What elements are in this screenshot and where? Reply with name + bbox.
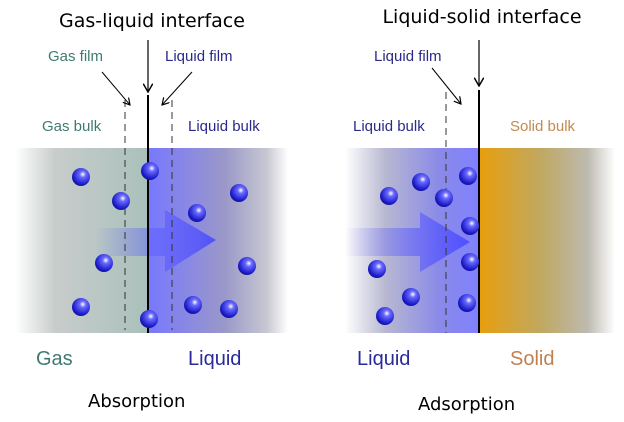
solid-bulk-label: Solid bulk xyxy=(510,118,576,135)
gas-bulk-label: Gas bulk xyxy=(42,118,102,135)
gas-phase-label: Gas xyxy=(36,348,73,370)
molecule xyxy=(141,162,159,180)
liquid-bulk-label: Liquid bulk xyxy=(188,118,260,135)
molecule xyxy=(402,288,420,306)
molecule xyxy=(188,204,206,222)
liquid-film-pointer xyxy=(162,71,193,105)
mass-transfer-arrow xyxy=(345,212,470,272)
mass-transfer-arrow xyxy=(95,210,216,272)
molecule xyxy=(95,254,113,272)
liquid-phase-label: Liquid xyxy=(188,348,241,370)
absorption-title: Gas-liquid interface xyxy=(59,10,245,32)
molecule xyxy=(461,217,479,235)
absorption-caption: Absorption xyxy=(88,391,185,412)
molecule xyxy=(458,294,476,312)
molecule xyxy=(112,192,130,210)
molecule xyxy=(435,189,453,207)
molecule xyxy=(368,260,386,278)
liquid-film-label: Liquid film xyxy=(165,48,233,65)
molecules xyxy=(368,167,479,325)
molecule xyxy=(184,296,202,314)
molecules xyxy=(72,162,256,328)
molecule xyxy=(72,168,90,186)
adsorption-title: Liquid-solid interface xyxy=(382,6,581,28)
solid-phase-label: Solid xyxy=(510,348,554,370)
adsorption-panel: Liquid-solid interface Liquid film Liqui… xyxy=(345,6,615,415)
gas-film-pointer xyxy=(101,71,130,105)
molecule xyxy=(72,298,90,316)
molecule xyxy=(461,253,479,271)
molecule xyxy=(459,167,477,185)
gas-film-label: Gas film xyxy=(48,48,103,65)
molecule xyxy=(238,257,256,275)
liquid-bulk-label: Liquid bulk xyxy=(353,118,425,135)
molecule xyxy=(230,184,248,202)
molecule xyxy=(140,310,158,328)
liquid-film-pointer xyxy=(431,67,461,104)
adsorption-caption: Adsorption xyxy=(418,394,515,415)
molecule xyxy=(376,307,394,325)
liquid-film-label: Liquid film xyxy=(374,48,442,65)
molecule xyxy=(412,173,430,191)
solid-region xyxy=(479,148,615,333)
absorption-panel: Gas-liquid interface Gas film Liquid fil… xyxy=(15,10,288,412)
molecule xyxy=(380,187,398,205)
molecule xyxy=(220,300,238,318)
liquid-phase-label: Liquid xyxy=(357,348,410,370)
